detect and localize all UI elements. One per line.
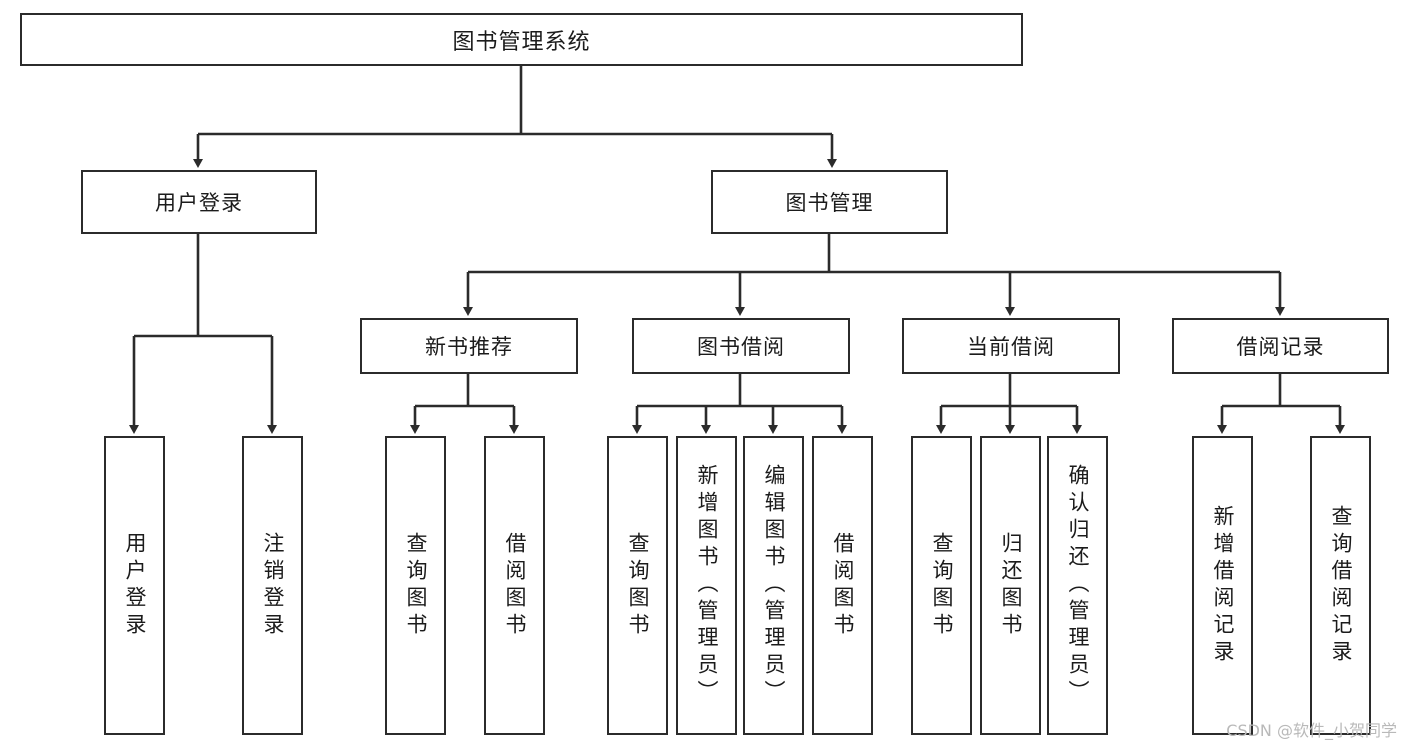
node-book-borrow-label: 图书借阅 [697,335,785,359]
node-user-login[interactable]: 用户登录 [81,170,317,234]
node-leaf-query-book-2-label: 查询图书 [626,531,650,640]
node-leaf-add-record[interactable]: 新增借阅记录 [1192,436,1253,735]
node-leaf-add-book[interactable]: 新增图书（管理员） [676,436,737,735]
node-current-borrow[interactable]: 当前借阅 [902,318,1120,374]
node-root-label: 图书管理系统 [452,29,591,55]
node-new-book-recommend[interactable]: 新书推荐 [360,318,578,374]
node-leaf-borrow-book-1[interactable]: 借阅图书 [484,436,545,735]
node-leaf-add-book-label: 新增图书（管理员） [695,464,719,707]
node-leaf-query-book-2[interactable]: 查询图书 [607,436,668,735]
node-leaf-logout-login-label: 注销登录 [261,531,285,640]
node-leaf-borrow-book-1-label: 借阅图书 [503,531,527,640]
node-borrow-record-label: 借阅记录 [1236,335,1325,359]
node-root[interactable]: 图书管理系统 [20,13,1023,66]
node-leaf-query-book-1-label: 查询图书 [404,531,428,640]
node-book-manage[interactable]: 图书管理 [711,170,948,234]
node-leaf-add-record-label: 新增借阅记录 [1211,504,1235,667]
node-leaf-confirm-return[interactable]: 确认归还（管理员） [1047,436,1108,735]
node-leaf-borrow-book-2[interactable]: 借阅图书 [812,436,873,735]
node-leaf-edit-book[interactable]: 编辑图书（管理员） [743,436,804,735]
node-book-borrow[interactable]: 图书借阅 [632,318,850,374]
node-leaf-return-book[interactable]: 归还图书 [980,436,1041,735]
node-leaf-query-book-1[interactable]: 查询图书 [385,436,446,735]
node-leaf-confirm-return-label: 确认归还（管理员） [1066,464,1090,707]
node-borrow-record[interactable]: 借阅记录 [1172,318,1389,374]
node-new-book-recommend-label: 新书推荐 [425,335,513,359]
node-leaf-query-record-label: 查询借阅记录 [1329,504,1353,667]
node-leaf-edit-book-label: 编辑图书（管理员） [762,464,786,707]
node-leaf-query-record[interactable]: 查询借阅记录 [1310,436,1371,735]
node-leaf-return-book-label: 归还图书 [999,531,1023,640]
node-leaf-query-book-3-label: 查询图书 [930,531,954,640]
node-user-login-label: 用户登录 [155,191,243,215]
node-leaf-logout-login[interactable]: 注销登录 [242,436,303,735]
node-leaf-user-login-label: 用户登录 [123,531,147,640]
node-book-manage-label: 图书管理 [785,191,874,215]
node-leaf-user-login[interactable]: 用户登录 [104,436,165,735]
csdn-watermark: CSDN @软件_小贺同学 [1226,721,1397,740]
node-leaf-query-book-3[interactable]: 查询图书 [911,436,972,735]
node-current-borrow-label: 当前借阅 [967,335,1055,359]
node-leaf-borrow-book-2-label: 借阅图书 [831,531,855,640]
